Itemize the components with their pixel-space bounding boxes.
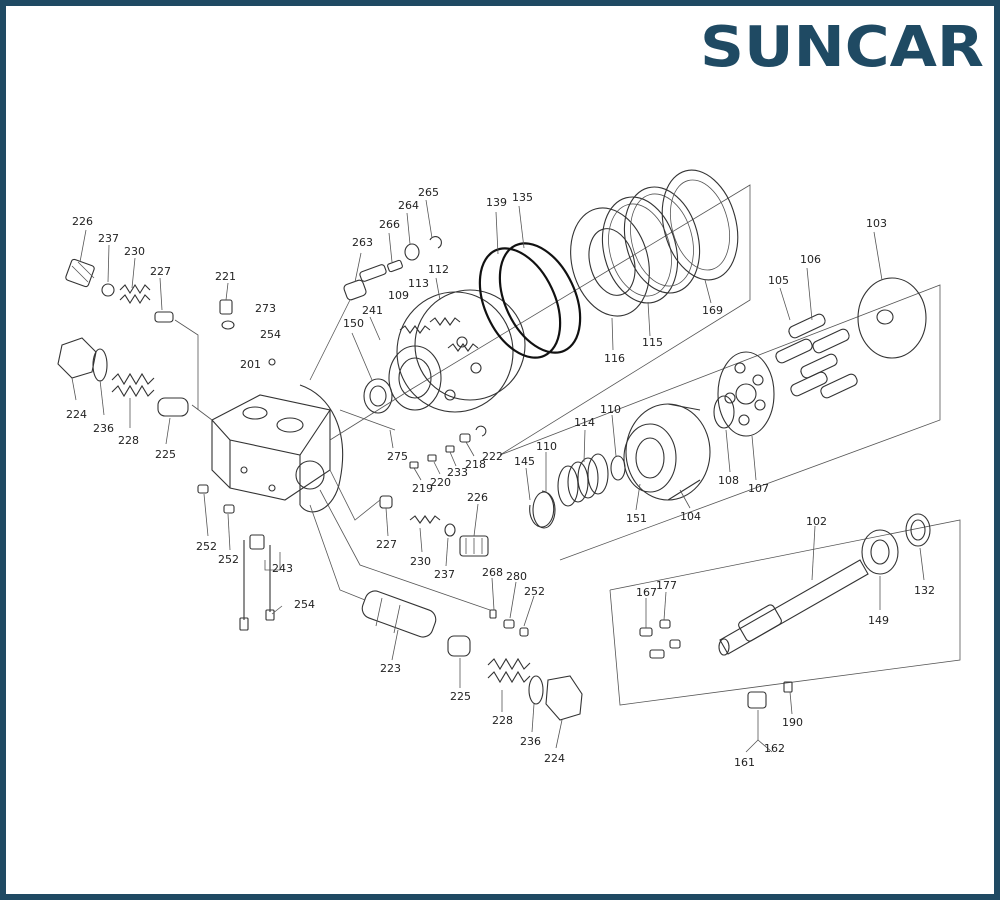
part-label: 106 xyxy=(800,253,821,266)
cylinder-block-104 xyxy=(623,403,711,501)
part-label: 236 xyxy=(93,422,114,435)
part-label: 169 xyxy=(702,304,723,317)
part-label: 243 xyxy=(272,562,293,575)
valve-block-201 xyxy=(211,384,344,513)
part-label: 241 xyxy=(362,304,383,317)
bearing-150 xyxy=(363,378,393,414)
part-label: 266 xyxy=(379,218,400,231)
swash-plate-103 xyxy=(857,277,927,359)
part-label: 219 xyxy=(412,482,433,495)
spool-263-group xyxy=(343,236,442,301)
part-label: 115 xyxy=(642,336,663,349)
ring-273 xyxy=(221,320,235,330)
part-label: 113 xyxy=(408,277,429,290)
o-rings-139-135 xyxy=(478,242,582,359)
part-label: 105 xyxy=(768,274,789,287)
part-label: 237 xyxy=(98,232,119,245)
part-label: 201 xyxy=(240,358,261,371)
part-label: 224 xyxy=(66,408,87,421)
part-label: 227 xyxy=(376,538,397,551)
part-label: 150 xyxy=(343,317,364,330)
part-label: 135 xyxy=(512,191,533,204)
small-parts-268-280-252 xyxy=(489,609,529,637)
part-label: 223 xyxy=(380,662,401,675)
part-label: 273 xyxy=(255,302,276,315)
part-label: 145 xyxy=(514,455,535,468)
part-label: 224 xyxy=(544,752,565,765)
housing-112 xyxy=(388,289,526,413)
part-label: 220 xyxy=(430,476,451,489)
part-label: 263 xyxy=(352,236,373,249)
part-label: 116 xyxy=(604,352,625,365)
part-label: 112 xyxy=(428,263,449,276)
part-label: 103 xyxy=(866,217,887,230)
part-label: 139 xyxy=(486,196,507,209)
part-label: 228 xyxy=(118,434,139,447)
part-label: 162 xyxy=(764,742,785,755)
plates-116-115-169 xyxy=(570,169,739,317)
assembly-lines xyxy=(174,299,491,611)
part-label: 167 xyxy=(636,586,657,599)
part-label: 254 xyxy=(260,328,281,341)
pistons-105-106 xyxy=(775,313,858,399)
part-label: 110 xyxy=(600,403,621,416)
spring-114-group xyxy=(529,453,626,529)
part-label: 252 xyxy=(524,585,545,598)
part-label: 218 xyxy=(465,458,486,471)
part-label: 233 xyxy=(447,466,468,479)
part-label: 222 xyxy=(482,450,503,463)
part-label: 225 xyxy=(155,448,176,461)
enclosure-lines xyxy=(409,184,961,706)
part-label: 109 xyxy=(388,289,409,302)
part-label: 132 xyxy=(914,584,935,597)
part-label: 252 xyxy=(218,553,239,566)
part-label: 114 xyxy=(574,416,595,429)
shaft-102-group xyxy=(718,513,931,656)
part-label: 265 xyxy=(418,186,439,199)
relief-valve-upper xyxy=(65,258,174,323)
brand-logo: SUNCAR xyxy=(700,15,984,74)
part-label: 108 xyxy=(718,474,739,487)
part-label: 228 xyxy=(492,714,513,727)
part-label: 177 xyxy=(656,579,677,592)
part-label: 237 xyxy=(434,568,455,581)
part-label: 236 xyxy=(520,735,541,748)
fitting-161-190 xyxy=(747,681,793,709)
spool-223-assembly xyxy=(361,590,583,721)
part-label: 151 xyxy=(626,512,647,525)
part-label: 230 xyxy=(124,245,145,258)
part-label: 190 xyxy=(782,716,803,729)
part-label: 226 xyxy=(467,491,488,504)
leader-lines xyxy=(71,199,925,753)
part-label: 149 xyxy=(868,614,889,627)
part-label: 264 xyxy=(398,199,419,212)
part-label: 107 xyxy=(748,482,769,495)
part-label: 275 xyxy=(387,450,408,463)
part-label: 102 xyxy=(806,515,827,528)
part-label: 254 xyxy=(294,598,315,611)
part-label: 110 xyxy=(536,440,557,453)
part-label: 268 xyxy=(482,566,503,579)
part-label: 161 xyxy=(734,756,755,769)
relief-valve-lower xyxy=(57,337,189,417)
plug-221 xyxy=(219,299,233,315)
part-label: 227 xyxy=(150,265,171,278)
part-label: 104 xyxy=(680,510,701,523)
part-label: 280 xyxy=(506,570,527,583)
part-label: 230 xyxy=(410,555,431,568)
part-label: 225 xyxy=(450,690,471,703)
part-label: 226 xyxy=(72,215,93,228)
retainer-107-108 xyxy=(713,351,775,437)
part-label: 252 xyxy=(196,540,217,553)
part-labels: 226 237 230 227 221 273 254 201 224 236 … xyxy=(66,186,935,769)
part-label: 221 xyxy=(215,270,236,283)
brand-logo-text: SUNCAR xyxy=(700,15,984,74)
screws-near-block xyxy=(197,358,276,631)
